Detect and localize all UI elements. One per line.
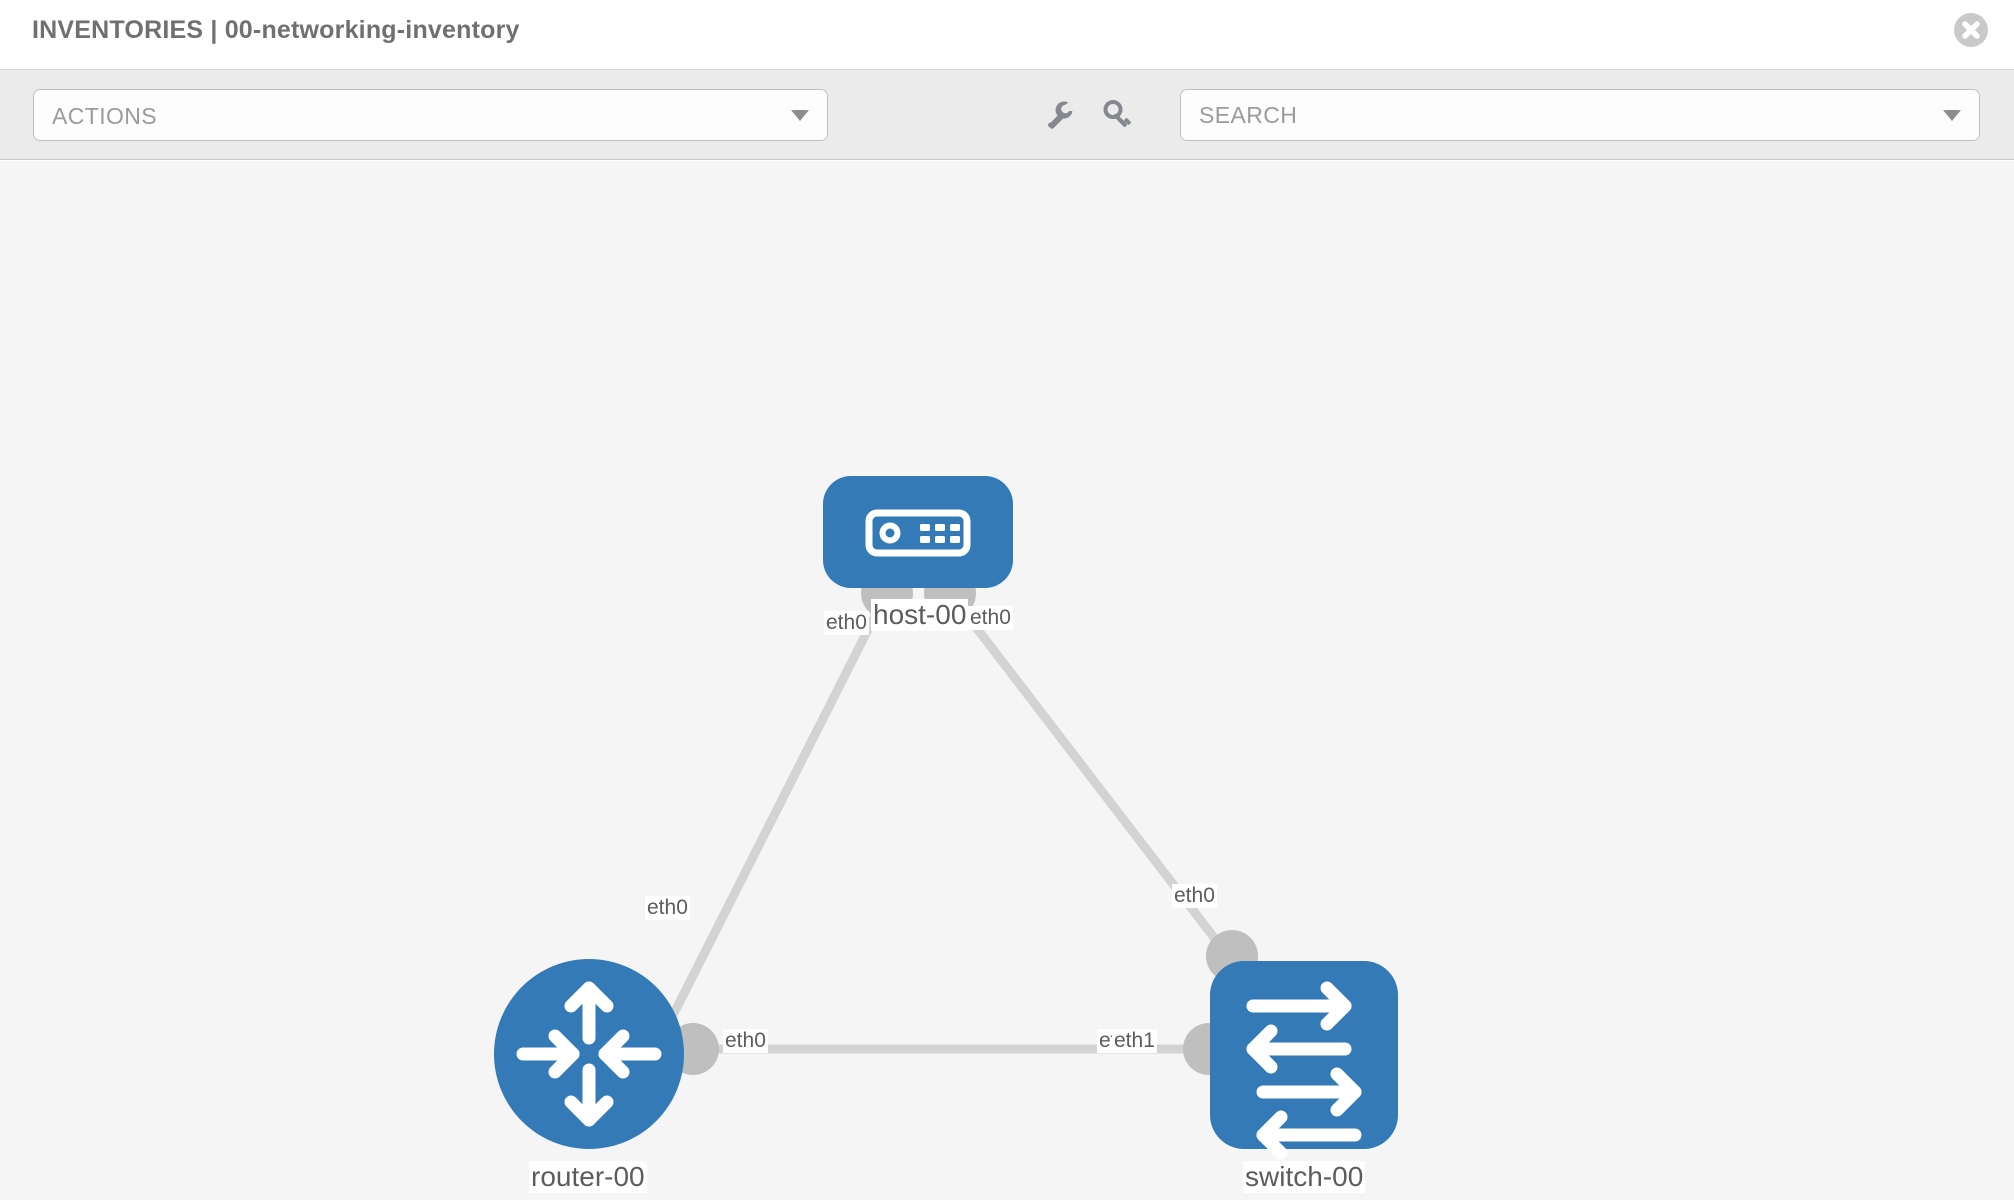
actions-dropdown[interactable]: ACTIONS [33,89,828,141]
wrench-icon[interactable] [1042,97,1078,133]
iface-label-router-eth0: eth0 [723,1029,768,1054]
iface-label-host-eth0-right: eth0 [968,606,1013,631]
link-host-router [655,591,890,1046]
topology-canvas[interactable]: eth0 eth0 eth0 eth0 eth0 eth0 eth1 host-… [0,161,2014,1200]
toolbar: ACTIONS [0,70,2014,160]
search-field[interactable] [1180,89,1980,141]
node-label-router-00: router-00 [529,1161,647,1194]
header-bar: INVENTORIES | 00-networking-inventory [0,0,2014,70]
server-icon [865,509,971,557]
node-switch-00-hit[interactable] [1210,961,1398,1149]
switch-arrows-icon [1246,981,1362,1160]
node-host-00-hit[interactable] [823,476,1013,588]
node-label-host-00: host-00 [871,599,969,632]
page-title: INVENTORIES | 00-networking-inventory [32,16,520,44]
iface-label-host-eth0-left: eth0 [824,611,869,636]
router-arrows-icon [516,981,662,1127]
node-switch-00 [1210,961,1398,1160]
iface-label-switch-uplink-eth0: eth0 [1172,884,1217,909]
node-router-00-hit[interactable] [494,959,684,1149]
node-router-00 [494,959,684,1149]
key-icon[interactable] [1100,97,1136,133]
search-input[interactable] [1199,90,1899,140]
topology-graph [494,476,1398,1160]
close-icon[interactable] [1954,13,1988,47]
node-label-switch-00: switch-00 [1243,1161,1366,1194]
node-host-00 [823,476,1013,588]
iface-label-router-uplink-eth0: eth0 [645,896,690,921]
actions-dropdown-label: ACTIONS [52,103,158,129]
iface-label-switch-eth1: eth1 [1112,1029,1157,1054]
chevron-down-icon [791,110,809,121]
chevron-down-icon[interactable] [1943,110,1961,121]
